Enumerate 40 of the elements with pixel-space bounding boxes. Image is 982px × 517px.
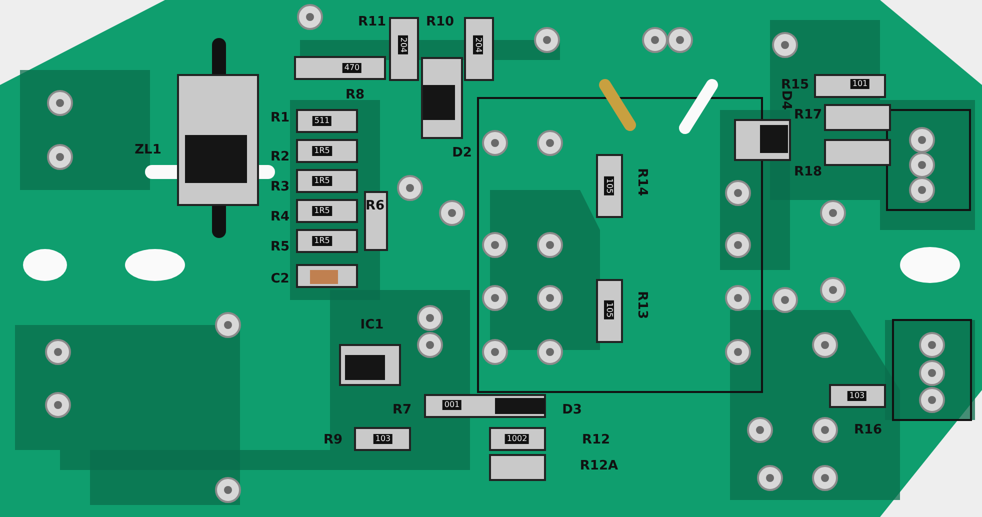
component-marking: 101 bbox=[850, 79, 870, 89]
silkscreen-label: R2 bbox=[270, 150, 290, 164]
component-marking: 105 bbox=[604, 176, 614, 196]
silkscreen-label: C2 bbox=[270, 272, 290, 286]
silkscreen-label: R8 bbox=[345, 88, 365, 102]
silkscreen-label: IC1 bbox=[360, 318, 384, 332]
component-marking: 511 bbox=[312, 116, 332, 126]
silkscreen-label: R7 bbox=[392, 404, 412, 416]
silkscreen-label: R11 bbox=[358, 16, 386, 28]
component-marking: 103 bbox=[373, 434, 393, 444]
silkscreen-label: R10 bbox=[426, 16, 454, 28]
component-marking: 1R5 bbox=[312, 236, 332, 246]
silkscreen-label: R18 bbox=[794, 166, 822, 178]
silkscreen-label: ZL1 bbox=[134, 144, 162, 156]
silkscreen-label: D3 bbox=[562, 404, 582, 416]
component-marking: 1002 bbox=[504, 434, 530, 444]
component-marking: 470 bbox=[342, 63, 362, 73]
silkscreen-label: R5 bbox=[270, 240, 290, 254]
silkscreen-label: R12A bbox=[580, 460, 618, 472]
silkscreen-label: R16 bbox=[854, 424, 882, 436]
component-marking: 1R5 bbox=[312, 146, 332, 156]
silkscreen-label: R1 bbox=[270, 112, 290, 124]
component-marking: 103 bbox=[847, 391, 867, 401]
silkscreen-label: R14 bbox=[636, 168, 648, 196]
component-marking: 204 bbox=[398, 35, 408, 55]
silkscreen-label: D4 bbox=[780, 90, 792, 110]
silkscreen-label: R12 bbox=[582, 434, 610, 446]
silkscreen-label: R15 bbox=[780, 78, 810, 92]
silkscreen-label: R13 bbox=[636, 290, 648, 320]
component-marking: 204 bbox=[473, 35, 483, 55]
silkscreen-label: R4 bbox=[270, 210, 290, 224]
silkscreen-label: D2 bbox=[452, 146, 472, 160]
silkscreen-label: R3 bbox=[270, 180, 290, 194]
silkscreen-label: R6 bbox=[365, 200, 385, 212]
component-marking: 1R5 bbox=[312, 176, 332, 186]
component-marking: 105 bbox=[604, 300, 614, 320]
silkscreen-label: R17 bbox=[794, 108, 822, 122]
component-marking: 1R5 bbox=[312, 206, 332, 216]
silkscreen-label: R9 bbox=[323, 434, 343, 446]
component-marking: 001 bbox=[442, 400, 462, 410]
